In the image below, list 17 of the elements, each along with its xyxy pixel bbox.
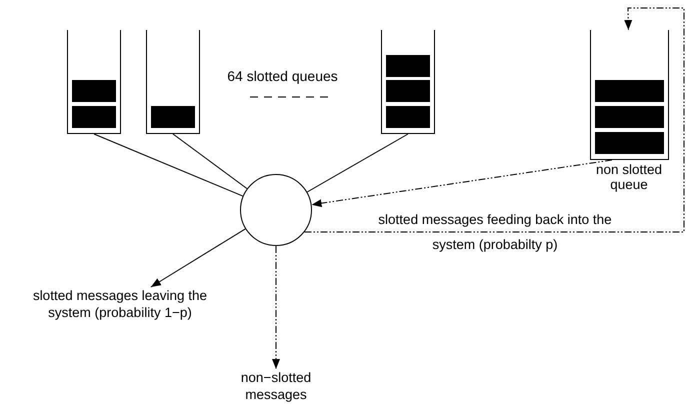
arrow	[150, 228, 246, 288]
connector-line	[94, 134, 244, 197]
connector-line	[172, 134, 248, 190]
arrow	[311, 160, 612, 208]
queue-count-label: 64 slotted queues	[226, 68, 339, 84]
queue-caption: non slotted queue	[594, 162, 664, 192]
output-text: slotted messages leaving the system (probability 1−p)	[20, 287, 220, 321]
connector-line	[306, 134, 408, 192]
server-circle	[240, 174, 312, 246]
output-text: non−slotted messages	[216, 369, 336, 403]
edge-label: slotted messages feeding back into the system (probabilty p)	[377, 211, 613, 254]
queue-container	[146, 30, 200, 134]
arrow	[272, 246, 280, 370]
queue-container	[590, 30, 669, 160]
arrow	[304, 8, 684, 232]
queue-container	[67, 30, 121, 134]
queue-container	[381, 30, 435, 134]
